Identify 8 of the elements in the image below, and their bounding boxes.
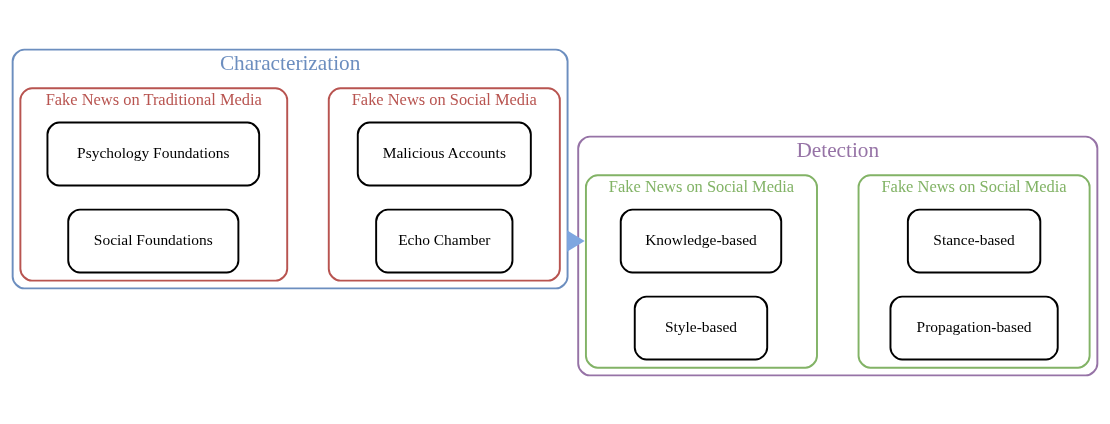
node-box: Malicious Accounts <box>356 121 532 186</box>
node-box: Echo Chamber <box>375 208 514 273</box>
node-box: Social Foundations <box>67 208 240 273</box>
node-box: Stance-based <box>906 208 1042 273</box>
node-box: Knowledge-based <box>619 208 783 273</box>
node-box: Propagation-based <box>889 295 1059 360</box>
node-box: Psychology Foundations <box>46 121 261 186</box>
node-box: Style-based <box>633 295 769 360</box>
